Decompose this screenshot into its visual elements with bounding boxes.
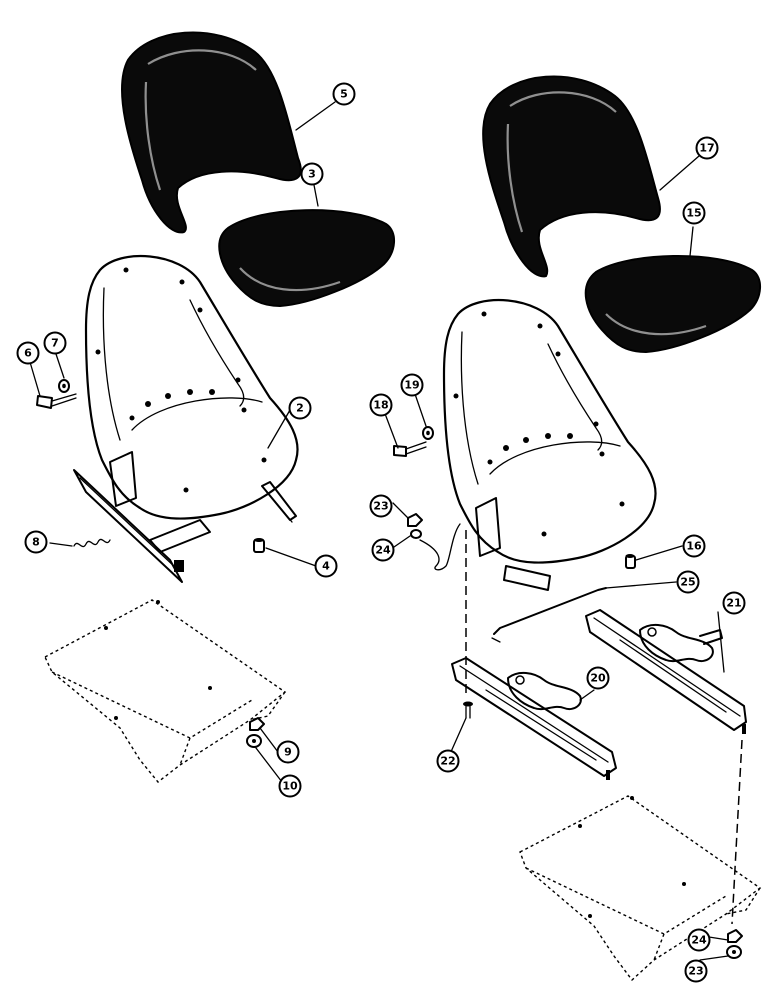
callout-9: 9 (276, 740, 300, 764)
mount-bracket-left (44, 599, 287, 783)
callout-16: 16 (682, 534, 706, 558)
callout-20: 20 (586, 666, 610, 690)
callout-3: 3 (300, 162, 324, 186)
callout-5: 5 (332, 82, 356, 106)
callout-4: 4 (314, 554, 338, 578)
nut-23-upper (407, 513, 423, 527)
callout-24-lower: 24 (687, 928, 711, 952)
seat-shell-right (442, 298, 657, 591)
callout-19: 19 (400, 373, 424, 397)
svg-text:6: 6 (24, 347, 32, 360)
svg-text:22: 22 (440, 755, 455, 768)
washer-24-upper (410, 529, 422, 539)
svg-text:10: 10 (282, 780, 298, 793)
callout-6: 6 (16, 341, 40, 365)
svg-text:8: 8 (32, 536, 40, 549)
svg-text:9: 9 (284, 746, 292, 759)
seat-cushion-right (584, 254, 761, 354)
callout-21: 21 (722, 591, 746, 615)
callout-2: 2 (288, 396, 312, 420)
bolt-18 (393, 441, 427, 457)
callout-15: 15 (682, 201, 706, 225)
svg-text:23: 23 (688, 965, 703, 978)
callout-10: 10 (278, 774, 302, 798)
svg-text:4: 4 (322, 560, 330, 573)
nut-24-lower (727, 929, 743, 943)
bolt-6 (36, 393, 77, 409)
mount-bracket-right (519, 795, 762, 982)
svg-text:23: 23 (373, 500, 388, 513)
slide-rail-21 (585, 609, 747, 734)
washer-23-lower (726, 945, 742, 959)
callout-23-lower: 23 (684, 959, 708, 983)
svg-text:17: 17 (699, 142, 714, 155)
svg-text:25: 25 (680, 576, 695, 589)
washer-10 (246, 734, 262, 748)
seat-shell-left (73, 254, 299, 583)
svg-text:5: 5 (340, 88, 348, 101)
spacer-16 (625, 554, 636, 569)
svg-text:24: 24 (691, 934, 707, 947)
svg-text:19: 19 (404, 379, 419, 392)
svg-text:7: 7 (51, 337, 59, 350)
washer-19 (422, 426, 434, 440)
svg-text:20: 20 (590, 672, 606, 685)
callout-7: 7 (43, 331, 67, 355)
callout-17: 17 (695, 136, 719, 160)
link-wire (419, 523, 461, 571)
back-cushion-left (121, 31, 302, 234)
callout-24-upper: 24 (371, 538, 395, 562)
svg-text:18: 18 (373, 399, 388, 412)
seat-cushion-left (218, 209, 395, 308)
svg-text:15: 15 (686, 207, 701, 220)
alignment-line-right (731, 739, 743, 925)
rod-25 (491, 587, 607, 643)
back-cushion-right (482, 75, 661, 278)
bolt-22 (463, 701, 473, 719)
callout-8: 8 (24, 530, 48, 554)
washer-7 (58, 379, 70, 393)
nut-9 (249, 717, 265, 731)
callout-23-upper: 23 (369, 494, 393, 518)
callout-22: 22 (436, 749, 460, 773)
callout-18: 18 (369, 393, 393, 417)
svg-text:16: 16 (686, 540, 702, 553)
svg-text:3: 3 (308, 168, 316, 181)
svg-text:21: 21 (726, 597, 741, 610)
svg-text:24: 24 (375, 544, 391, 557)
spacer-4 (253, 538, 265, 553)
callout-25: 25 (676, 570, 700, 594)
spring-8 (73, 538, 111, 548)
svg-text:2: 2 (296, 402, 304, 415)
